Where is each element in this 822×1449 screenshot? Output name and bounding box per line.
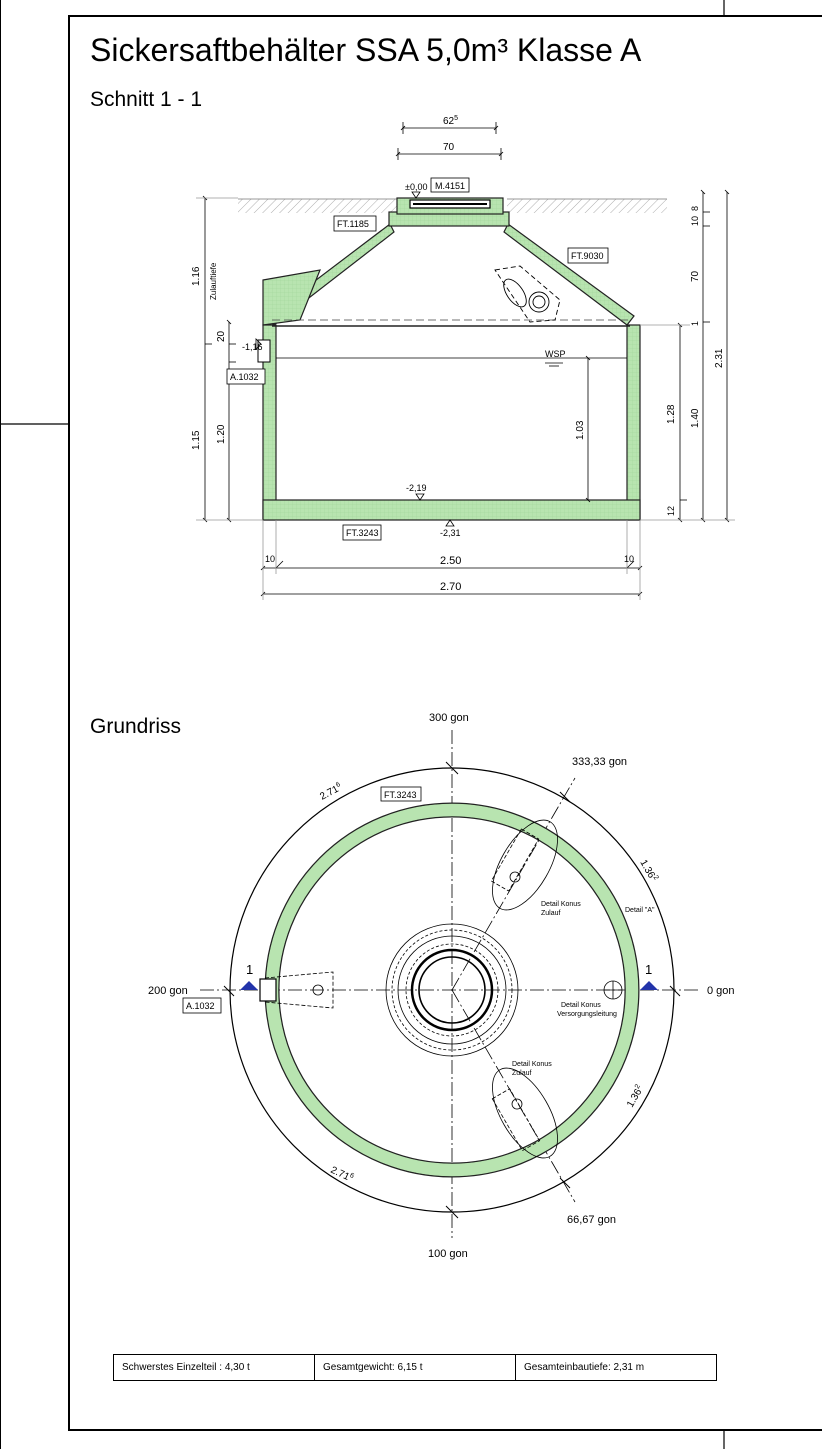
dim-left-c: 1.15 [191, 430, 202, 450]
dim-right-e: 2.31 [714, 348, 725, 368]
level-inlet: -1,16 [242, 342, 263, 352]
detail-zulauf-top-l2: Zulauf [541, 910, 561, 917]
arc-dimension-ticks [223, 761, 681, 1219]
water-level-label: WSP [545, 349, 566, 359]
tag-m4151: M.4151 [435, 181, 465, 191]
section-mark-left: 1 [246, 962, 253, 977]
dim-right-g: 1.40 [690, 408, 701, 428]
dim-bottom-inner: 2.50 [440, 555, 461, 567]
plan-view [182, 730, 700, 1238]
tag-a1032: A.1032 [230, 372, 259, 382]
page-title: Sickersaftbehälter SSA 5,0m³ Klasse A [90, 32, 642, 68]
dim-right-d: 1 [690, 321, 700, 326]
angle-0: 0 gon [707, 985, 735, 997]
level-bottom-inside: -2,19 [406, 483, 427, 493]
dim-right-a: 10 [690, 216, 700, 226]
section-tag-boxes [226, 177, 609, 541]
dim-left-d: 1.20 [216, 424, 227, 444]
detail-versorgung-l1: Detail Konus [561, 1002, 601, 1009]
arc-label-bot-left: 2.716 [329, 1164, 355, 1185]
plan-tag-a1032: A.1032 [186, 1001, 215, 1011]
tag-ft3243: FT.3243 [346, 528, 379, 538]
dim-right-b: 8 [690, 206, 700, 211]
detail-zulauf-bottom-l2: Zulauf [512, 1070, 532, 1077]
angle-300: 300 gon [429, 712, 469, 724]
detail-konus-zulauf-top [490, 819, 558, 911]
total-weight: Gesamtgewicht: 6,15 t [314, 1355, 515, 1380]
heaviest-part: Schwerstes Einzelteil : 4,30 t [122, 1362, 250, 1373]
angle-100: 100 gon [428, 1248, 468, 1260]
dim-right-c: 70 [690, 270, 701, 282]
summary-table: Schwerstes Einzelteil : 4,30 t Gesamtgew… [113, 1354, 717, 1381]
section-view [196, 122, 735, 600]
level-bottom-outside: -2,31 [440, 528, 461, 538]
section-mark-right: 1 [645, 962, 652, 977]
level-markers [255, 191, 455, 527]
tag-ft1185: FT.1185 [337, 219, 369, 229]
dim-right-i: 1.03 [575, 420, 586, 440]
plan-label: Grundriss [90, 715, 182, 738]
section-marker-left-arrow [240, 981, 258, 990]
detail-versorgung-l2: Versorgungsleitung [557, 1011, 617, 1018]
detail-a: Detail "A" [625, 907, 655, 914]
angle-66: 66,67 gon [567, 1214, 616, 1226]
angle-200: 200 gon [148, 985, 188, 997]
dim-top-1: 625 [443, 115, 458, 127]
section-dimensions [196, 122, 735, 600]
detail-zulauf-bottom-l1: Detail Konus [512, 1061, 552, 1068]
section-marker-right-arrow [640, 981, 658, 990]
versorgung-detail [603, 980, 623, 1000]
dim-bottom-outer: 2.70 [440, 581, 461, 593]
left-inlet-detail [259, 971, 334, 1009]
detail-zulauf-top-l1: Detail Konus [541, 901, 581, 908]
dim-top-2: 70 [443, 142, 455, 153]
plan-tag-ft3243: FT.3243 [384, 790, 417, 800]
dim-bottom-wall-right: 10 [624, 554, 634, 564]
detail-konus-zulauf-bottom [491, 1067, 558, 1159]
cone-inlet-detail [494, 265, 561, 323]
tank-body [262, 197, 641, 521]
plan-tag-boxes [182, 786, 422, 1014]
arc-label-bot-right: 1.362 [624, 1083, 646, 1109]
arc-label-top-right: 1.362 [637, 858, 659, 884]
install-depth: Gesamteinbautiefe: 2,31 m [515, 1355, 716, 1380]
ground-hatch-right [507, 199, 667, 213]
level-top: ±0,00 [405, 182, 427, 192]
dim-left-b: 20 [216, 330, 227, 342]
manhole-rings [385, 923, 519, 1057]
ground-hatch [238, 199, 398, 213]
inlet-pipe [257, 339, 271, 363]
tag-ft9030: FT.9030 [571, 251, 604, 261]
angle-333: 333,33 gon [572, 756, 627, 768]
dim-left-zulauf: Zulauftiefe [209, 262, 218, 300]
dim-left-a: 1.16 [191, 266, 202, 286]
dim-bottom-wall-left: 10 [265, 554, 275, 564]
section-label: Schnitt 1 - 1 [90, 88, 203, 111]
dim-right-f: 1.28 [666, 404, 677, 424]
arc-label-top-left: 2.716 [318, 781, 344, 803]
dim-right-h: 12 [666, 506, 676, 516]
